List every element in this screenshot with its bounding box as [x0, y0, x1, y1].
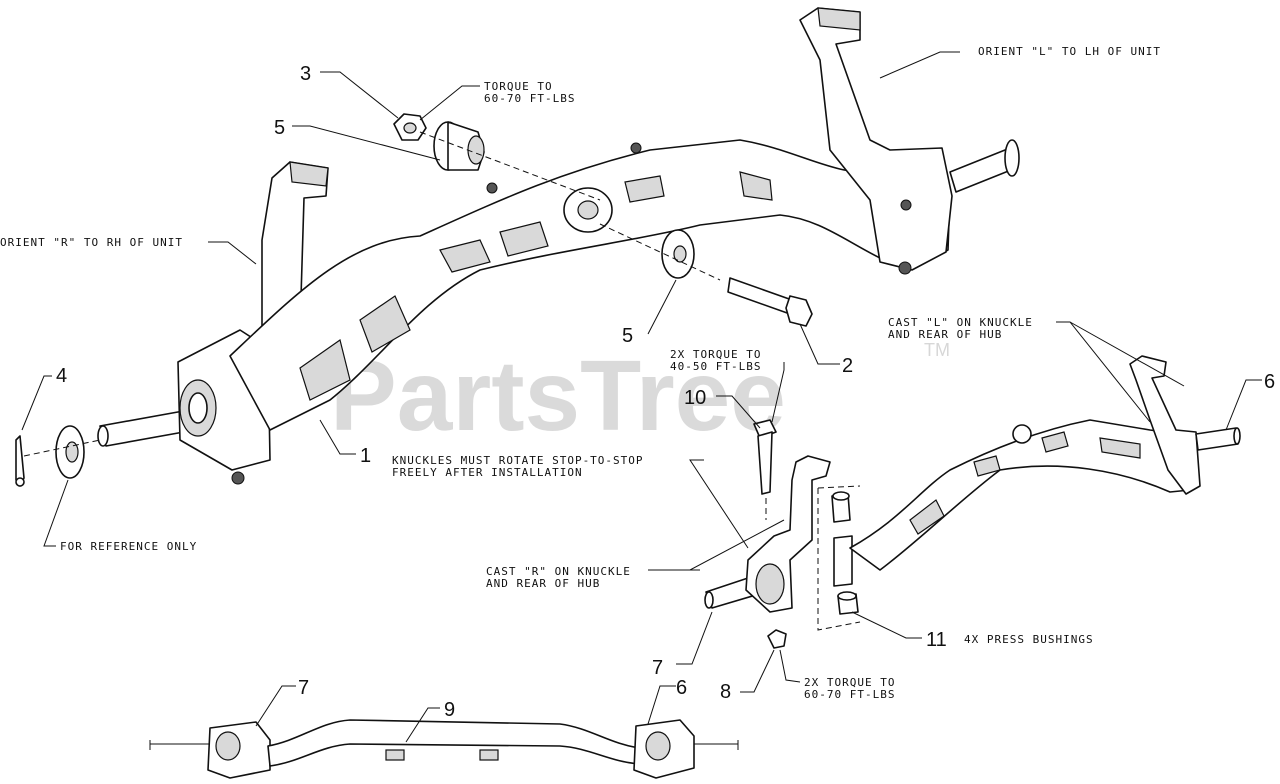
note-knuckles-line2: FREELY AFTER INSTALLATION: [392, 466, 583, 479]
reference-hub-washer: [55, 425, 85, 479]
note-orient-r: ORIENT "R" TO RH OF UNIT: [0, 236, 183, 249]
part-2-pivot-bolt: [727, 277, 813, 327]
callout-1: 1: [360, 445, 371, 467]
note-knuckles-line1: KNUCKLES MUST ROTATE STOP-TO-STOP: [392, 454, 644, 467]
note-torque-10-line2: 40-50 FT-LBS: [670, 360, 761, 373]
note-orient-l: ORIENT "L" TO LH OF UNIT: [978, 45, 1161, 58]
part-4-cotter-pin: [15, 435, 25, 487]
axle-1-left-steering-arm: [799, 7, 953, 271]
callout-2: 2: [842, 355, 853, 377]
knuckle-l: [1129, 355, 1201, 495]
watermark-text: PartsTree: [330, 340, 786, 452]
assembled-axle-view: [149, 719, 739, 779]
assembled-beam: [267, 719, 641, 767]
note-cast-l-line2: AND REAR OF HUB: [888, 328, 1002, 341]
part-10-kingpin-bolt: [753, 419, 777, 520]
callout-3: 3: [300, 63, 311, 85]
callout-4: 4: [56, 365, 67, 387]
callout-11: 11: [926, 629, 947, 651]
callout-8: 8: [720, 681, 731, 703]
part-3-lock-nut: [393, 113, 427, 141]
main-axle-assembly: [97, 7, 1020, 485]
note-cast-l-line1: CAST "L" ON KNUCKLE: [888, 316, 1033, 329]
callout-10: 10: [684, 387, 706, 409]
note-reference-only: FOR REFERENCE ONLY: [60, 540, 197, 553]
kingpin-tube: [833, 535, 853, 587]
note-torque-10-line1: 2X TORQUE TO: [670, 348, 761, 361]
callout-5-lower: 5: [622, 325, 633, 347]
note-cast-r-line2: AND REAR OF HUB: [486, 577, 600, 590]
callout-9: 9: [444, 699, 455, 721]
callout-5-top: 5: [274, 117, 285, 139]
callout-7-bottom: 7: [298, 677, 309, 699]
exploded-axle-assembly: [704, 355, 1241, 649]
note-torque-nut-line1: TORQUE TO: [484, 80, 553, 93]
callout-6-right: 6: [1264, 371, 1275, 393]
note-cast-r-line1: CAST "R" ON KNUCKLE: [486, 565, 631, 578]
part-5-spacer-top: [433, 121, 485, 171]
note-press-bushings: 4X PRESS BUSHINGS: [964, 633, 1094, 646]
note-torque-8-line1: 2X TORQUE TO: [804, 676, 895, 689]
part-5-washer-lower: [661, 229, 695, 279]
leader-lines: [21, 51, 1262, 743]
watermark-trademark: TM: [924, 340, 950, 360]
part-8-nut: [767, 629, 787, 649]
callout-6-bottom: 6: [676, 677, 687, 699]
part-6-spindle: [1195, 427, 1239, 451]
callout-7-exploded: 7: [652, 657, 663, 679]
note-torque-8-line2: 60-70 FT-LBS: [804, 688, 895, 701]
note-torque-nut-line2: 60-70 FT-LBS: [484, 92, 575, 105]
